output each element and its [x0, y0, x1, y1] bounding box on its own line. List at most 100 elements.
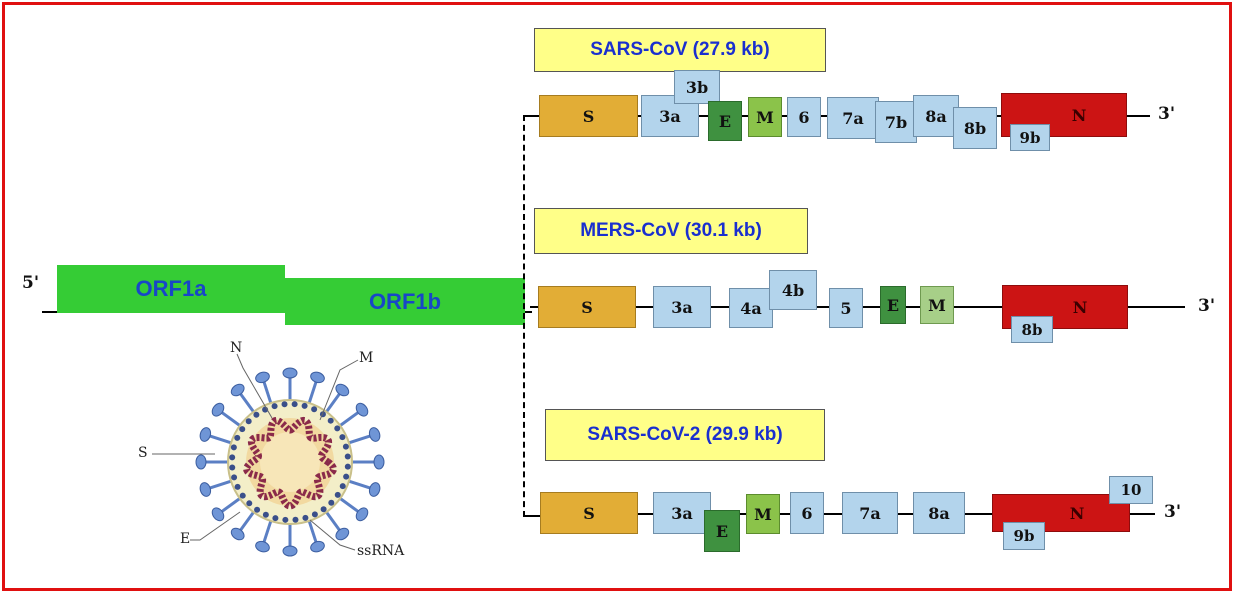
sars2-gene-8a: 8a	[913, 492, 965, 534]
spike-head	[199, 427, 212, 442]
sars-gene-7a: 7a	[827, 97, 879, 139]
spike-head	[335, 527, 350, 541]
spike-stalk	[307, 518, 319, 545]
spike-head	[255, 540, 270, 553]
orf1b-label: ORF1b	[368, 288, 442, 314]
spike-stalk	[238, 391, 256, 415]
spike-stalk	[238, 509, 256, 533]
spike-stalk	[261, 379, 273, 406]
spike-head	[211, 402, 225, 417]
envelope-protein	[339, 434, 346, 441]
spike-stalk	[219, 496, 243, 514]
spike-stalk	[307, 379, 319, 406]
spike-head	[368, 482, 381, 497]
sars-gene-e: E	[708, 101, 742, 141]
virion-label-s: S	[138, 445, 148, 461]
spike-head	[368, 427, 381, 442]
envelope-protein	[230, 444, 237, 451]
orf1b-box: ORF1b	[285, 278, 525, 325]
envelope-protein	[231, 474, 238, 481]
spike-head	[255, 371, 270, 384]
envelope-protein	[339, 483, 346, 490]
mers-three-prime-label: 3'	[1198, 296, 1216, 316]
envelope-protein	[311, 511, 318, 518]
envelope-protein	[344, 453, 351, 460]
sars2-gene-7a: 7a	[842, 492, 898, 534]
spike-head	[282, 545, 298, 557]
sars2-three-prime-label: 3'	[1164, 502, 1182, 522]
mers-gene-3a: 3a	[653, 286, 711, 328]
envelope-protein	[272, 515, 279, 522]
virion-label-e: E	[180, 531, 191, 547]
envelope-protein	[271, 403, 278, 410]
envelope-protein	[302, 514, 309, 521]
sars-gene-7b: 7b	[875, 101, 917, 143]
envelope-protein	[342, 443, 349, 450]
five-prime-label: 5'	[22, 273, 40, 293]
virion-spikes	[195, 367, 385, 557]
envelope-protein	[253, 411, 260, 418]
sars-three-prime-label: 3'	[1158, 104, 1176, 124]
sars-gene-m: M	[748, 97, 782, 137]
spike-stalk	[261, 518, 273, 545]
envelope-protein	[245, 418, 252, 425]
orf1a-box: ORF1a	[57, 265, 285, 313]
mers-gene-5: 5	[829, 288, 863, 328]
envelope-protein	[291, 401, 298, 408]
spike-head	[230, 527, 245, 541]
mers-gene-8b: 8b	[1011, 316, 1053, 343]
envelope-protein	[254, 506, 261, 513]
virion-label-n: N	[230, 340, 243, 356]
sars2-gene-s: S	[540, 492, 638, 534]
sars-gene-8b: 8b	[953, 107, 997, 149]
spike-head	[310, 540, 325, 553]
spike-stalk	[207, 479, 234, 491]
envelope-protein	[246, 500, 253, 507]
virion-illustration	[195, 367, 385, 557]
spike-head	[211, 507, 225, 522]
sars-gene-3b: 3b	[674, 70, 720, 104]
sars-gene-n-label: N	[1071, 105, 1087, 125]
sars2-gene-n-label: N	[1069, 503, 1085, 523]
spike-stalk	[346, 479, 373, 491]
spike-head	[282, 367, 298, 379]
spike-head	[373, 454, 385, 470]
envelope-protein	[281, 401, 288, 408]
envelope-protein	[262, 511, 269, 518]
sars-gene-6: 6	[787, 97, 821, 137]
sars2-gene-e: E	[704, 510, 740, 552]
sars2-gene-m: M	[746, 494, 780, 534]
envelope-protein	[344, 463, 351, 470]
spike-head	[355, 507, 369, 522]
envelope-protein	[327, 417, 334, 424]
envelope-protein	[334, 425, 341, 432]
sars2-gene-6: 6	[790, 492, 824, 534]
virion-leader-lines	[152, 353, 359, 551]
sars-cov-2-title: SARS-CoV-2 (29.9 kb)	[545, 409, 825, 461]
envelope-protein	[229, 454, 236, 461]
envelope-protein	[343, 473, 350, 480]
spike-head	[310, 371, 325, 384]
envelope-protein	[311, 406, 318, 413]
virion-ssrna	[243, 416, 337, 510]
spike-stalk	[207, 433, 234, 445]
spike-head	[335, 383, 350, 397]
spike-head	[230, 383, 245, 397]
sars-gene-s: S	[539, 95, 638, 137]
sars-gene-9b: 9b	[1010, 124, 1050, 151]
envelope-protein	[301, 402, 308, 409]
spike-head	[199, 482, 212, 497]
mers-gene-n-label: N	[1072, 297, 1088, 317]
rna-coil	[243, 416, 337, 510]
sars-gene-8a: 8a	[913, 95, 959, 137]
sars2-gene-3a: 3a	[653, 492, 711, 534]
virion-label-m: M	[359, 350, 374, 366]
envelope-protein	[320, 506, 327, 513]
envelope-protein	[239, 426, 246, 433]
spike-stalk	[346, 433, 373, 445]
mers-cov-title: MERS-CoV (30.1 kb)	[534, 208, 808, 254]
mers-gene-e: E	[880, 286, 906, 324]
envelope-protein	[292, 516, 299, 523]
mers-gene-m: M	[920, 286, 954, 324]
